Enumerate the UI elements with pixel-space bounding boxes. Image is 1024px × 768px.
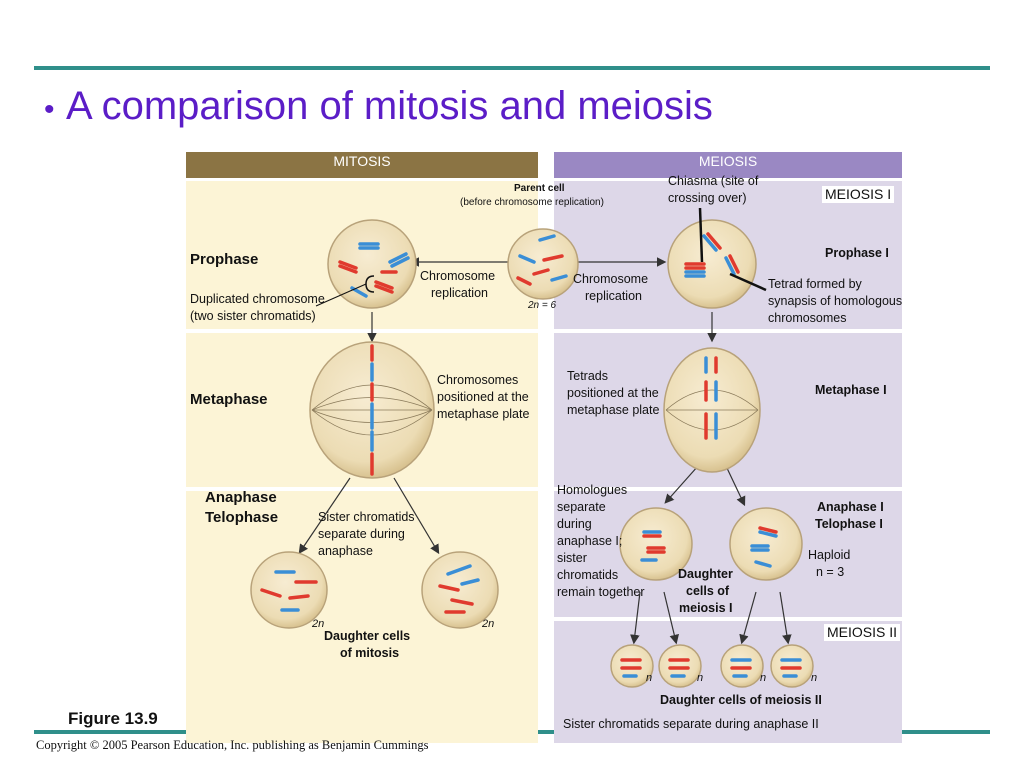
meiosis-i-label: MEIOSIS I bbox=[822, 186, 895, 203]
figure-label: Figure 13.9 bbox=[68, 709, 158, 728]
arrows bbox=[298, 257, 792, 645]
slide-title-text: A comparison of mitosis and meiosis bbox=[66, 84, 713, 128]
duplicated-chromosome-label-1: Duplicated chromosome bbox=[190, 292, 325, 306]
meiosis-prophase-cell bbox=[667, 219, 757, 309]
meiosis-ii-cell-3 bbox=[720, 644, 764, 688]
meiosis-i-daughter-label-1: Daughter bbox=[678, 567, 733, 581]
copyright-text: Copyright © 2005 Pearson Education, Inc.… bbox=[36, 738, 429, 752]
top-rule bbox=[34, 66, 990, 70]
tetrads-label-1: Tetrads bbox=[567, 369, 608, 383]
homologues-line-1: Homologues bbox=[557, 483, 628, 497]
mitosis-daughter-label-2: of mitosis bbox=[340, 646, 400, 660]
mitosis-sister-label-3: anaphase bbox=[318, 544, 373, 558]
mitosis-ploidy-left: 2n bbox=[312, 618, 325, 630]
anaphase-i-label: Anaphase I bbox=[817, 500, 884, 514]
chiasma-label-2: crossing over) bbox=[668, 191, 747, 205]
telophase-i-label: Telophase I bbox=[815, 517, 883, 531]
mitosis-header: MITOSIS bbox=[186, 152, 538, 178]
parent-cell-title: Parent cell bbox=[514, 183, 565, 194]
meiosis-anaphase-panel bbox=[554, 491, 902, 617]
meiosis-ii-n-2: n bbox=[697, 672, 704, 684]
mitosis-replication-label-1: Chromosome bbox=[420, 269, 496, 283]
parent-cell-subtitle: (before chromosome replication) bbox=[460, 197, 604, 208]
mitosis-positioned-label-3: metaphase plate bbox=[437, 407, 530, 421]
metaphase-i-label: Metaphase I bbox=[815, 383, 887, 397]
mitosis-ploidy-right: 2n bbox=[482, 618, 495, 630]
meiosis-replication-label-1: Chromosome bbox=[573, 272, 649, 286]
mitosis-daughter-right bbox=[421, 551, 499, 629]
mitosis-anaphase-label: Anaphase bbox=[205, 489, 277, 506]
homologues-line-2: separate bbox=[557, 500, 606, 514]
homologues-line-4: anaphase I; bbox=[557, 534, 623, 548]
mitosis-daughter-label-1: Daughter cells bbox=[324, 629, 411, 643]
mitosis-telophase-label: Telophase bbox=[205, 509, 279, 526]
mitosis-header-label: MITOSIS bbox=[333, 153, 391, 169]
tetrad-label-2: synapsis of homologous bbox=[768, 294, 903, 308]
meiosis-header: MEIOSIS bbox=[554, 152, 902, 178]
pointer-lines bbox=[315, 207, 767, 307]
meiosis-header-label: MEIOSIS bbox=[698, 153, 758, 169]
meiosis-ii-cell-1 bbox=[610, 644, 654, 688]
mitosis-metaphase-label: Metaphase bbox=[190, 391, 268, 408]
meiosis-ii-sister-label: Sister chromatids separate during anapha… bbox=[563, 717, 819, 731]
tetrad-label-1: Tetrad formed by bbox=[768, 277, 862, 291]
mitosis-sister-label-2: separate during bbox=[318, 527, 405, 541]
slide-title: • A comparison of mitosis and meiosis bbox=[44, 84, 713, 129]
meiosis-replication-label-2: replication bbox=[585, 289, 642, 303]
mitosis-replication-label-2: replication bbox=[431, 286, 488, 300]
meiosis-ii-n-4: n bbox=[811, 672, 818, 684]
mitosis-sister-label-1: Sister chromatids bbox=[318, 510, 415, 524]
homologues-line-7: remain together bbox=[557, 585, 645, 599]
meiosis-i-daughter-label-3: meiosis I bbox=[679, 601, 733, 615]
meiosis-ii-label: MEIOSIS II bbox=[824, 624, 901, 641]
bullet-icon: • bbox=[44, 93, 55, 126]
duplicated-chromosome-label-2: (two sister chromatids) bbox=[190, 309, 316, 323]
haploid-label-1: Haploid bbox=[808, 548, 851, 562]
homologues-line-3: during bbox=[557, 517, 592, 531]
prophase-i-label: Prophase I bbox=[825, 246, 889, 260]
meiosis-i-daughter-label-2: cells of bbox=[686, 584, 730, 598]
meiosis-i-daughter-right bbox=[729, 507, 803, 581]
mitosis-positioned-label-2: positioned at the bbox=[437, 390, 529, 404]
meiosis-ii-n-3: n bbox=[760, 672, 767, 684]
mitosis-positioned-label-1: Chromosomes bbox=[437, 373, 519, 387]
haploid-label-2: n = 3 bbox=[816, 565, 845, 579]
meiosis-ii-daughter-label: Daughter cells of meiosis II bbox=[660, 693, 822, 707]
meiosis-i-daughter-left bbox=[619, 507, 693, 581]
tetrads-label-2: positioned at the bbox=[567, 386, 659, 400]
mitosis-prophase-label: Prophase bbox=[190, 251, 259, 268]
meiosis-ii-cell-2 bbox=[658, 644, 702, 688]
meiosis-ii-cell-4 bbox=[770, 644, 814, 688]
mitosis-daughter-left bbox=[250, 551, 328, 629]
meiosis-ii-n-1: n bbox=[646, 672, 653, 684]
parent-cell-ploidy: 2n = 6 bbox=[528, 300, 557, 311]
homologues-line-6: chromatids bbox=[557, 568, 619, 582]
homologues-line-5: sister bbox=[557, 551, 587, 565]
chiasma-label-1: Chiasma (site of bbox=[668, 174, 759, 188]
tetrads-label-3: metaphase plate bbox=[567, 403, 660, 417]
chromosomes bbox=[260, 232, 802, 678]
mitosis-prophase-cell bbox=[327, 219, 417, 309]
tetrad-label-3: chromosomes bbox=[768, 311, 847, 325]
